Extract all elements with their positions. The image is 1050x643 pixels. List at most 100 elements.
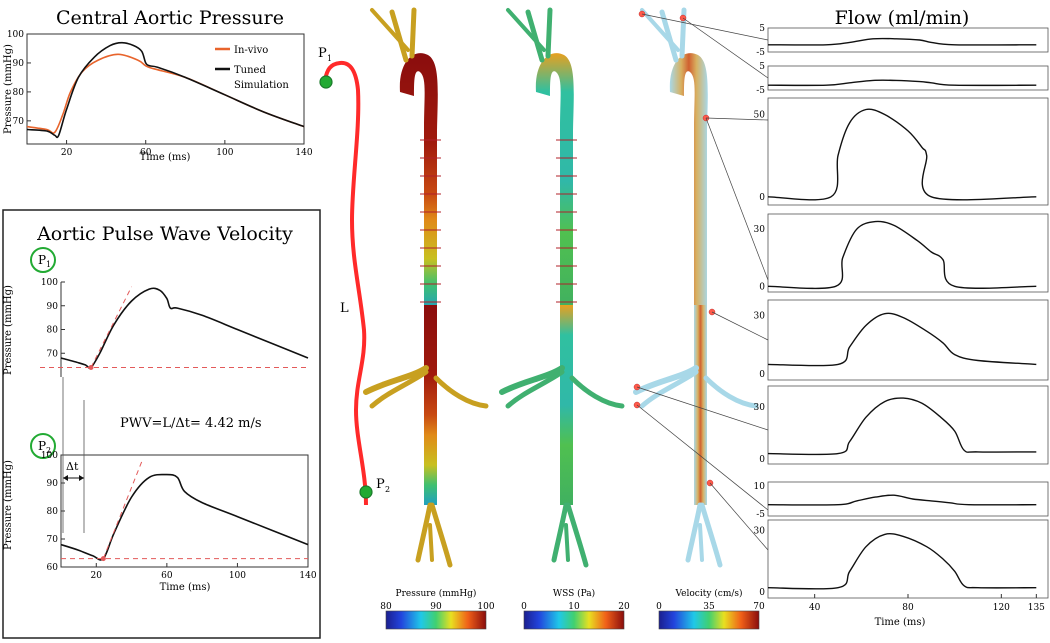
p2-ytick-label: 90 — [47, 479, 59, 489]
centerline-p2-label: P — [376, 477, 385, 492]
aorta-iliac-branch — [429, 502, 453, 568]
flow-ytick-label: 0 — [759, 370, 765, 380]
colorbar-tick-label: 20 — [618, 602, 630, 612]
flow-connector-line — [705, 117, 769, 121]
aorta-iliac-branch — [685, 502, 703, 563]
dt-arrowheads — [63, 475, 84, 481]
p2-badge: P 2 — [30, 433, 56, 459]
aorta-iliac-branch — [565, 502, 589, 568]
flow-ytick-label: 0 — [759, 455, 765, 465]
p2-curve — [60, 473, 309, 561]
aorta-renal-branch — [703, 375, 759, 409]
central-ytick-label: 100 — [7, 30, 24, 40]
aorta-arch — [535, 53, 574, 311]
flow-connector-line — [705, 117, 769, 281]
central-legend: In-vivo Tuned Simulation — [215, 45, 289, 91]
central-sim-line — [26, 41, 305, 139]
colorbar-tick-label: 0 — [656, 602, 662, 612]
pwv-title: Aortic Pulse Wave Velocity — [36, 223, 293, 245]
p2-badge-circle — [30, 433, 56, 459]
flow-ytick-label: 5 — [759, 24, 765, 34]
central-ytick-label: 70 — [13, 117, 25, 127]
legend-invivo-label: In-vivo — [234, 45, 268, 56]
p2-plot-frame — [60, 454, 309, 568]
aorta-pressure-model — [363, 7, 489, 568]
flow-plot-frame — [767, 299, 1049, 381]
flow-curve — [767, 397, 1037, 456]
flow-curve — [767, 533, 1037, 590]
flow-plot-frame — [767, 213, 1049, 293]
central-xtick-label: 60 — [140, 148, 152, 158]
dt-label: Δt — [66, 460, 79, 473]
flow-ytick-label: -5 — [756, 86, 765, 96]
aorta-renal-branch — [363, 365, 429, 395]
flow-connector-line — [709, 482, 769, 551]
centerline-p2-sub: 2 — [385, 485, 390, 494]
p2-xtick-label: 60 — [161, 571, 173, 581]
flow-connector-line — [641, 13, 769, 41]
flow-connectors — [636, 13, 769, 551]
p1-curve — [60, 287, 309, 369]
colorbar-label: Pressure (mmHg) — [396, 588, 477, 599]
aorta-centerline — [323, 60, 368, 506]
colorbar-gradient — [523, 610, 625, 630]
aorta-iliac-branch — [415, 502, 433, 563]
aorta-head-branch — [389, 9, 409, 63]
colorbar-label: Velocity (cm/s) — [674, 588, 742, 599]
central-yticks: 100 90 80 70 — [7, 30, 31, 127]
p1-foot-marker — [88, 365, 94, 370]
aorta-iliac-branch — [698, 523, 704, 562]
flow-ytick-label: 50 — [754, 110, 766, 120]
aorta-arch — [669, 53, 708, 311]
aorta-velocity-model — [633, 7, 759, 568]
flow-plot-frame — [767, 97, 1049, 206]
central-ytick-label: 80 — [13, 88, 25, 98]
p1-ytick-label: 80 — [47, 326, 59, 336]
colorbar-tick-label: 70 — [753, 602, 765, 612]
p1-ylabel: Pressure (mmHg) — [3, 285, 14, 375]
p1-badge-sub: 1 — [46, 260, 51, 269]
aorta-renal-branch — [639, 369, 699, 409]
central-title: Central Aortic Pressure — [56, 7, 284, 29]
aorta-head-branch — [409, 7, 417, 59]
flow-curve — [767, 108, 1037, 201]
flow-ytick-label: 30 — [754, 312, 766, 322]
p2-xtick-label: 20 — [91, 571, 103, 581]
pwv-panel-frame — [2, 209, 321, 639]
aorta-renal-branch — [433, 375, 489, 409]
flow-ytick-label: 0 — [759, 193, 765, 203]
colorbar-label: WSS (Pa) — [553, 588, 595, 599]
aorta-iliac-branch — [564, 523, 570, 562]
flow-plot-frame — [767, 519, 1049, 599]
flow-plot-frame — [767, 65, 1049, 91]
aorta-iliac-branch — [428, 523, 434, 562]
flow-ytick-label: 30 — [754, 225, 766, 235]
p1-dashed-tangent — [90, 286, 133, 368]
flow-xtick-label: 80 — [902, 603, 914, 613]
p2-xlabel: Time (ms) — [160, 582, 211, 593]
flow-xtick-label: 135 — [1028, 603, 1045, 613]
centerline-p1-label: P — [318, 46, 327, 61]
aorta-arch — [399, 53, 438, 311]
aorta-abdominal — [424, 305, 437, 505]
central-ytick-label: 90 — [13, 59, 25, 69]
flow-curve — [767, 79, 1037, 87]
aorta-renal-branch — [369, 369, 429, 409]
flow-xtick-label: 120 — [993, 603, 1010, 613]
flow-plot-frame — [767, 385, 1049, 465]
flow-ytick-label: -5 — [756, 48, 765, 58]
p2-ytick-label: 100 — [41, 451, 58, 461]
p2-badge-label: P — [38, 439, 46, 453]
aorta-abdominal — [560, 305, 573, 505]
flow-connector-line — [682, 17, 769, 79]
flow-ytick-label: 30 — [754, 403, 766, 413]
p2-ytick-label: 80 — [47, 507, 59, 517]
p1-ytick-label: 90 — [47, 302, 59, 312]
p2-foot-marker — [100, 556, 106, 562]
aorta-wss-model — [499, 7, 625, 568]
